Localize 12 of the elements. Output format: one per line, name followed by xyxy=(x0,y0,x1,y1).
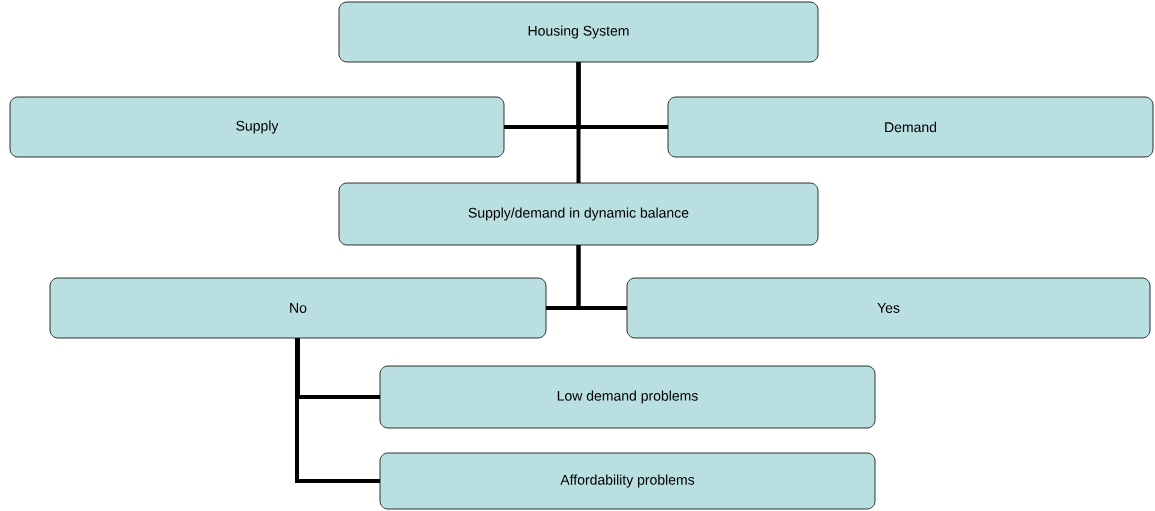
process-box: Supply/demand in dynamic balance xyxy=(338,182,819,246)
process-box: Yes xyxy=(626,277,1151,339)
process-box: Supply xyxy=(9,96,505,158)
process-box: Affordability problems xyxy=(379,452,876,510)
connector-line xyxy=(576,243,629,310)
process-box: Housing System xyxy=(338,1,819,63)
connector-line xyxy=(295,336,382,483)
connector-line xyxy=(576,60,581,185)
connector-line xyxy=(296,336,382,399)
process-box: Low demand problems xyxy=(379,365,876,429)
process-box: Demand xyxy=(667,96,1154,158)
process-box: No xyxy=(49,277,547,339)
